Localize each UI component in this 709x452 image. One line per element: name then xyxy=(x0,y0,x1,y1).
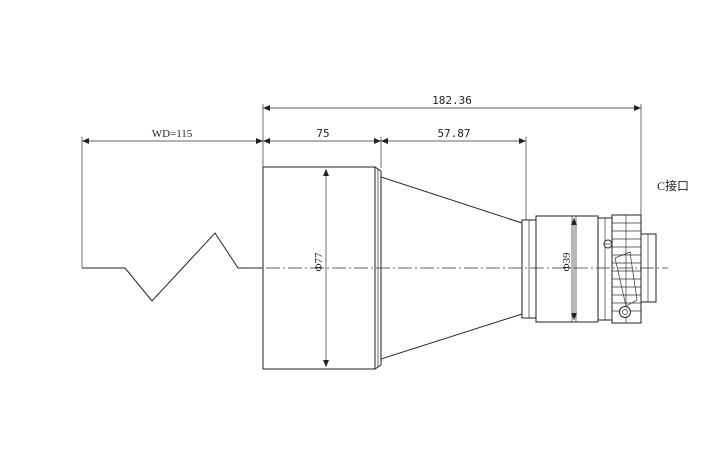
dim-rear-diameter: Φ39 xyxy=(561,252,573,272)
clamp-arm xyxy=(614,251,638,307)
knurled-ring xyxy=(611,214,642,324)
rear-barrel xyxy=(535,215,599,323)
dim-taper-length: 57.87 xyxy=(437,127,470,140)
mount-label: C接口 xyxy=(657,178,689,193)
clamp-screw-icon xyxy=(619,306,631,318)
knurl-pattern xyxy=(612,215,641,323)
dim-overall-length: 182.36 xyxy=(432,94,472,107)
dim-working-distance: WD=115 xyxy=(152,128,193,140)
working-distance-break-line xyxy=(82,232,262,302)
dim-front-diameter: Φ77 xyxy=(313,252,325,272)
dim-front-barrel-length: 75 xyxy=(316,127,329,140)
